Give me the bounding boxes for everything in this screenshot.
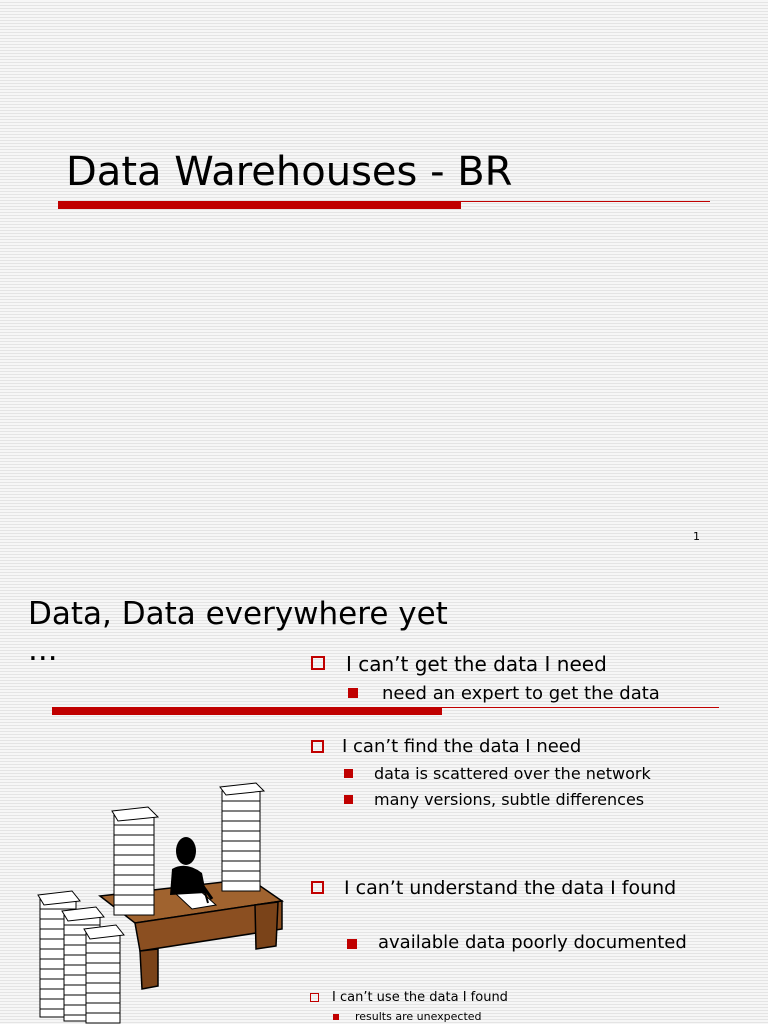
slide-title: Data Warehouses - BR [66, 149, 513, 195]
bullet-item: I can’t understand the data I found [344, 877, 677, 899]
bullet-item: I can’t find the data I need [342, 736, 582, 757]
sub-bullet-marker-icon [344, 795, 353, 804]
sub-bullet-item: need an expert to get the data [382, 683, 660, 704]
person-at-desk-with-paper-stacks-icon [37, 782, 284, 1024]
bullet-marker-icon [310, 993, 319, 1002]
sub-bullet-marker-icon [333, 1014, 339, 1020]
slide-1: Data Warehouses - BR 1 [0, 0, 768, 576]
slide-number: 1 [693, 530, 700, 543]
sub-bullet-marker-icon [348, 688, 358, 698]
sub-bullet-item: data is scattered over the network [374, 764, 651, 783]
slide-title: Data, Data everywhere yet ... [28, 596, 448, 668]
slide-2: Data, Data everywhere yet ... I can’t ge… [0, 576, 768, 1024]
sub-bullet-item: results are unexpected [355, 1010, 482, 1023]
title-rule-thick [58, 201, 461, 209]
title-rule-thick [52, 707, 442, 715]
bullet-item: I can’t use the data I found [332, 990, 508, 1005]
bullet-marker-icon [311, 881, 324, 894]
sub-bullet-marker-icon [344, 769, 353, 778]
sub-bullet-marker-icon [347, 939, 357, 949]
sub-bullet-item: available data poorly documented [378, 932, 687, 953]
bullet-marker-icon [311, 656, 325, 670]
sub-bullet-item: many versions, subtle differences [374, 790, 645, 809]
bullet-marker-icon [311, 740, 324, 753]
bullet-item: I can’t get the data I need [346, 652, 607, 676]
